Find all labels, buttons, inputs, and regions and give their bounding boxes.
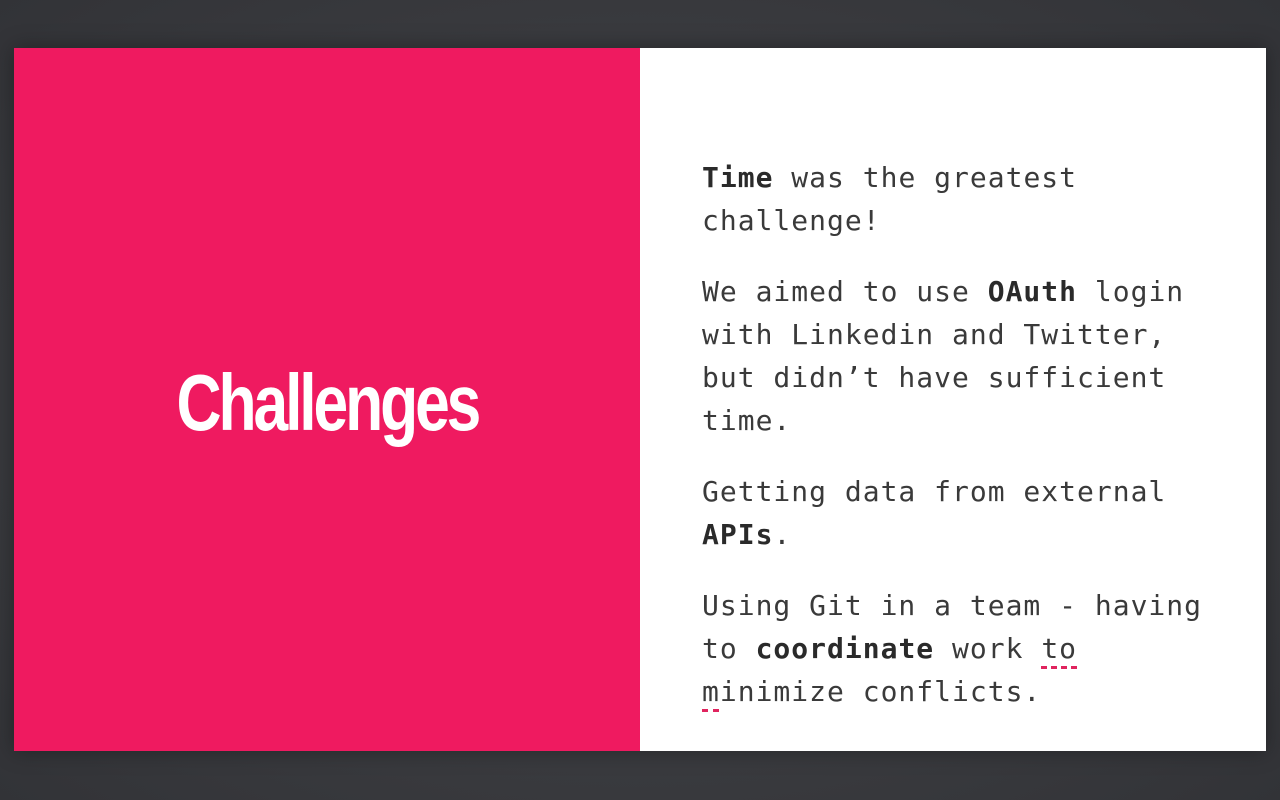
title-panel: Challenges [14, 48, 640, 751]
bold-text: Time [702, 161, 774, 194]
text-segment: inimize conflicts. [719, 675, 1042, 708]
text-segment: We aimed to use [702, 275, 988, 308]
content-panel: Time was the greatest challenge! We aime… [640, 48, 1266, 751]
spellcheck-underline[interactable]: to m [702, 632, 1078, 708]
paragraph-git: Using Git in a team - having to coordina… [702, 584, 1226, 713]
bold-text: coordinate [755, 632, 935, 665]
text-segment: work [934, 632, 1042, 665]
text-segment: Using Git in a team - having to [702, 589, 1203, 665]
presentation-slide: Challenges Time was the greatest challen… [14, 48, 1266, 751]
bold-text: OAuth [987, 275, 1078, 308]
text-segment: Getting data from external [702, 475, 1167, 508]
bold-text: APIs [702, 518, 774, 551]
paragraph-apis: Getting data from external APIs. [702, 470, 1226, 556]
slide-title: Challenges [176, 357, 481, 447]
text-segment: was the greatest challenge! [702, 161, 1078, 237]
paragraph-oauth: We aimed to use OAuth login with Linkedi… [702, 270, 1226, 442]
text-segment: . [773, 518, 792, 551]
paragraph-time: Time was the greatest challenge! [702, 156, 1226, 242]
text-segment: login with Linkedin and Twitter, but did… [702, 275, 1185, 437]
